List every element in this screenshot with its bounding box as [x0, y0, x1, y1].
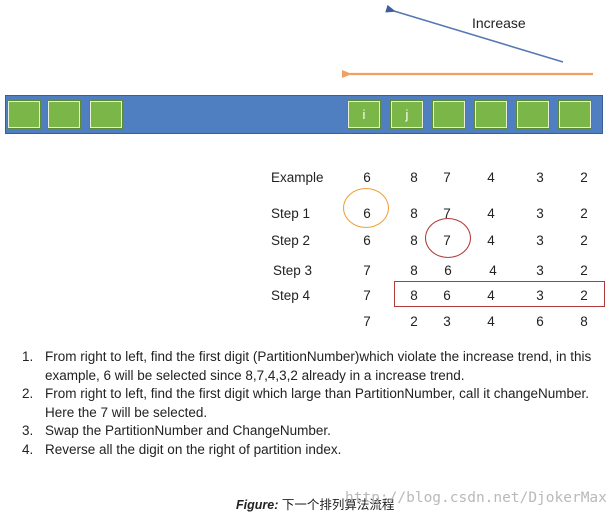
instruction-item: 2. From right to left, find the first dig… — [22, 385, 602, 422]
digit-cell: 8 — [410, 170, 418, 185]
digit-cell: 3 — [536, 288, 544, 303]
instruction-text: Reverse all the digit on the right of pa… — [45, 441, 342, 457]
instruction-item: 3. Swap the PartitionNumber and ChangeNum… — [22, 422, 602, 441]
arrows-diagram — [342, 4, 593, 78]
digit-cell: 6 — [443, 288, 451, 303]
array-cell — [516, 100, 550, 129]
array-cell — [474, 100, 508, 129]
digit-cell: 3 — [536, 206, 544, 221]
instruction-item: 1. From right to left, find the first dig… — [22, 348, 602, 385]
digit-cell: 2 — [580, 288, 588, 303]
figure-caption-text: 下一个排列算法流程 — [281, 498, 395, 512]
digit-cell: 7 — [443, 206, 451, 221]
instructions-list: 1. From right to left, find the first dig… — [22, 348, 602, 459]
digit-cell: 6 — [363, 233, 371, 248]
instruction-number: 1. — [22, 349, 34, 364]
change-number-circle — [425, 218, 471, 258]
row-label: Step 2 — [271, 233, 311, 248]
instruction-text: From right to left, find the first digit… — [45, 349, 592, 383]
digit-cell: 4 — [487, 206, 495, 221]
array-cell — [7, 100, 41, 129]
digit-cell: 2 — [410, 314, 418, 329]
array-cell-i: i — [347, 100, 381, 129]
array-cell — [47, 100, 81, 129]
digit-cell: 4 — [487, 314, 495, 329]
figure-caption: Figure: 下一个排列算法流程 — [236, 494, 394, 513]
increase-label: Increase — [472, 15, 526, 31]
digit-cell: 6 — [536, 314, 544, 329]
digit-cell: 7 — [363, 288, 371, 303]
increase-trend-arrow — [385, 4, 564, 63]
digit-cell: 2 — [580, 263, 588, 278]
digit-cell: 6 — [444, 263, 452, 278]
array-cell-j: j — [390, 100, 424, 129]
watermark: http://blog.csdn.net/DjokerMax — [345, 490, 607, 506]
instruction-text: Swap the PartitionNumber and ChangeNumbe… — [45, 423, 331, 438]
instruction-text: From right to left, find the first digit… — [45, 386, 590, 420]
digit-cell: 2 — [580, 206, 588, 221]
array-cell — [89, 100, 123, 129]
digit-cell: 4 — [487, 233, 495, 248]
array-cell — [558, 100, 592, 129]
instruction-number: 3. — [22, 423, 34, 438]
digit-cell: 3 — [443, 314, 451, 329]
instruction-number: 4. — [22, 441, 34, 457]
digit-cell: 2 — [580, 170, 588, 185]
row-label: Step 3 — [273, 263, 313, 278]
digit-cell: 7 — [363, 263, 371, 278]
reverse-range-box — [394, 281, 605, 307]
digit-cell: 3 — [536, 170, 544, 185]
digit-cell: 8 — [410, 263, 418, 278]
digit-cell: 8 — [410, 288, 418, 303]
instruction-item: 4. Reverse all the digit on the right of … — [22, 441, 602, 460]
row-label: Step 1 — [271, 206, 311, 221]
digit-cell: 3 — [536, 233, 544, 248]
row-label: Step 4 — [271, 288, 311, 303]
partition-number-circle — [343, 188, 389, 228]
digit-cell: 3 — [536, 263, 544, 278]
digit-cell: 6 — [363, 170, 371, 185]
digit-cell: 4 — [489, 263, 497, 278]
digit-cell: 4 — [487, 170, 495, 185]
digit-cell: 8 — [410, 206, 418, 221]
digit-cell: 8 — [410, 233, 418, 248]
digit-cell: 7 — [363, 314, 371, 329]
figure-label: Figure: — [236, 498, 279, 512]
digit-cell: 7 — [443, 170, 451, 185]
digit-cell: 8 — [580, 314, 588, 329]
instruction-number: 2. — [22, 386, 34, 401]
row-label: Example — [271, 170, 324, 185]
array-cell — [432, 100, 466, 129]
digit-cell: 4 — [487, 288, 495, 303]
digit-cell: 2 — [580, 233, 588, 248]
